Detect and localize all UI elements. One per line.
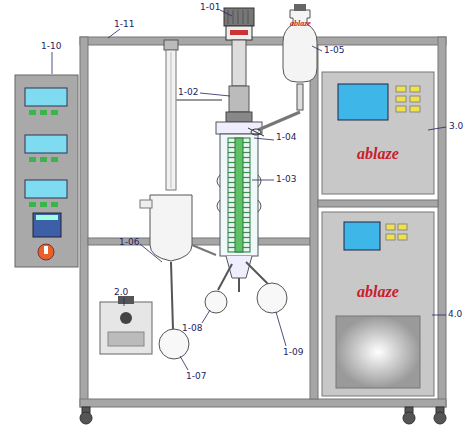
callout-number: 1-01	[200, 3, 220, 12]
callout-number: 3.0	[449, 122, 463, 131]
brand-logo: ablaze	[357, 284, 399, 300]
callout-number: 1-09	[283, 348, 303, 357]
callout-number: 1-04	[276, 133, 296, 142]
callout-number: 1-06	[119, 238, 139, 247]
callout-number: 1-07	[186, 372, 206, 381]
callout-number: 1-11	[114, 20, 134, 29]
callout-number: 2.0	[114, 288, 128, 297]
brand-logo: ablaze	[290, 20, 311, 28]
callout-number: 1-03	[276, 175, 296, 184]
callout-number: 4.0	[448, 310, 462, 319]
callout-number: 1-10	[41, 42, 61, 51]
callout-number: 1-02	[178, 88, 198, 97]
callout-number: 1-05	[324, 46, 344, 55]
callout-number: 1-08	[182, 324, 202, 333]
brand-logo: ablaze	[357, 146, 399, 162]
